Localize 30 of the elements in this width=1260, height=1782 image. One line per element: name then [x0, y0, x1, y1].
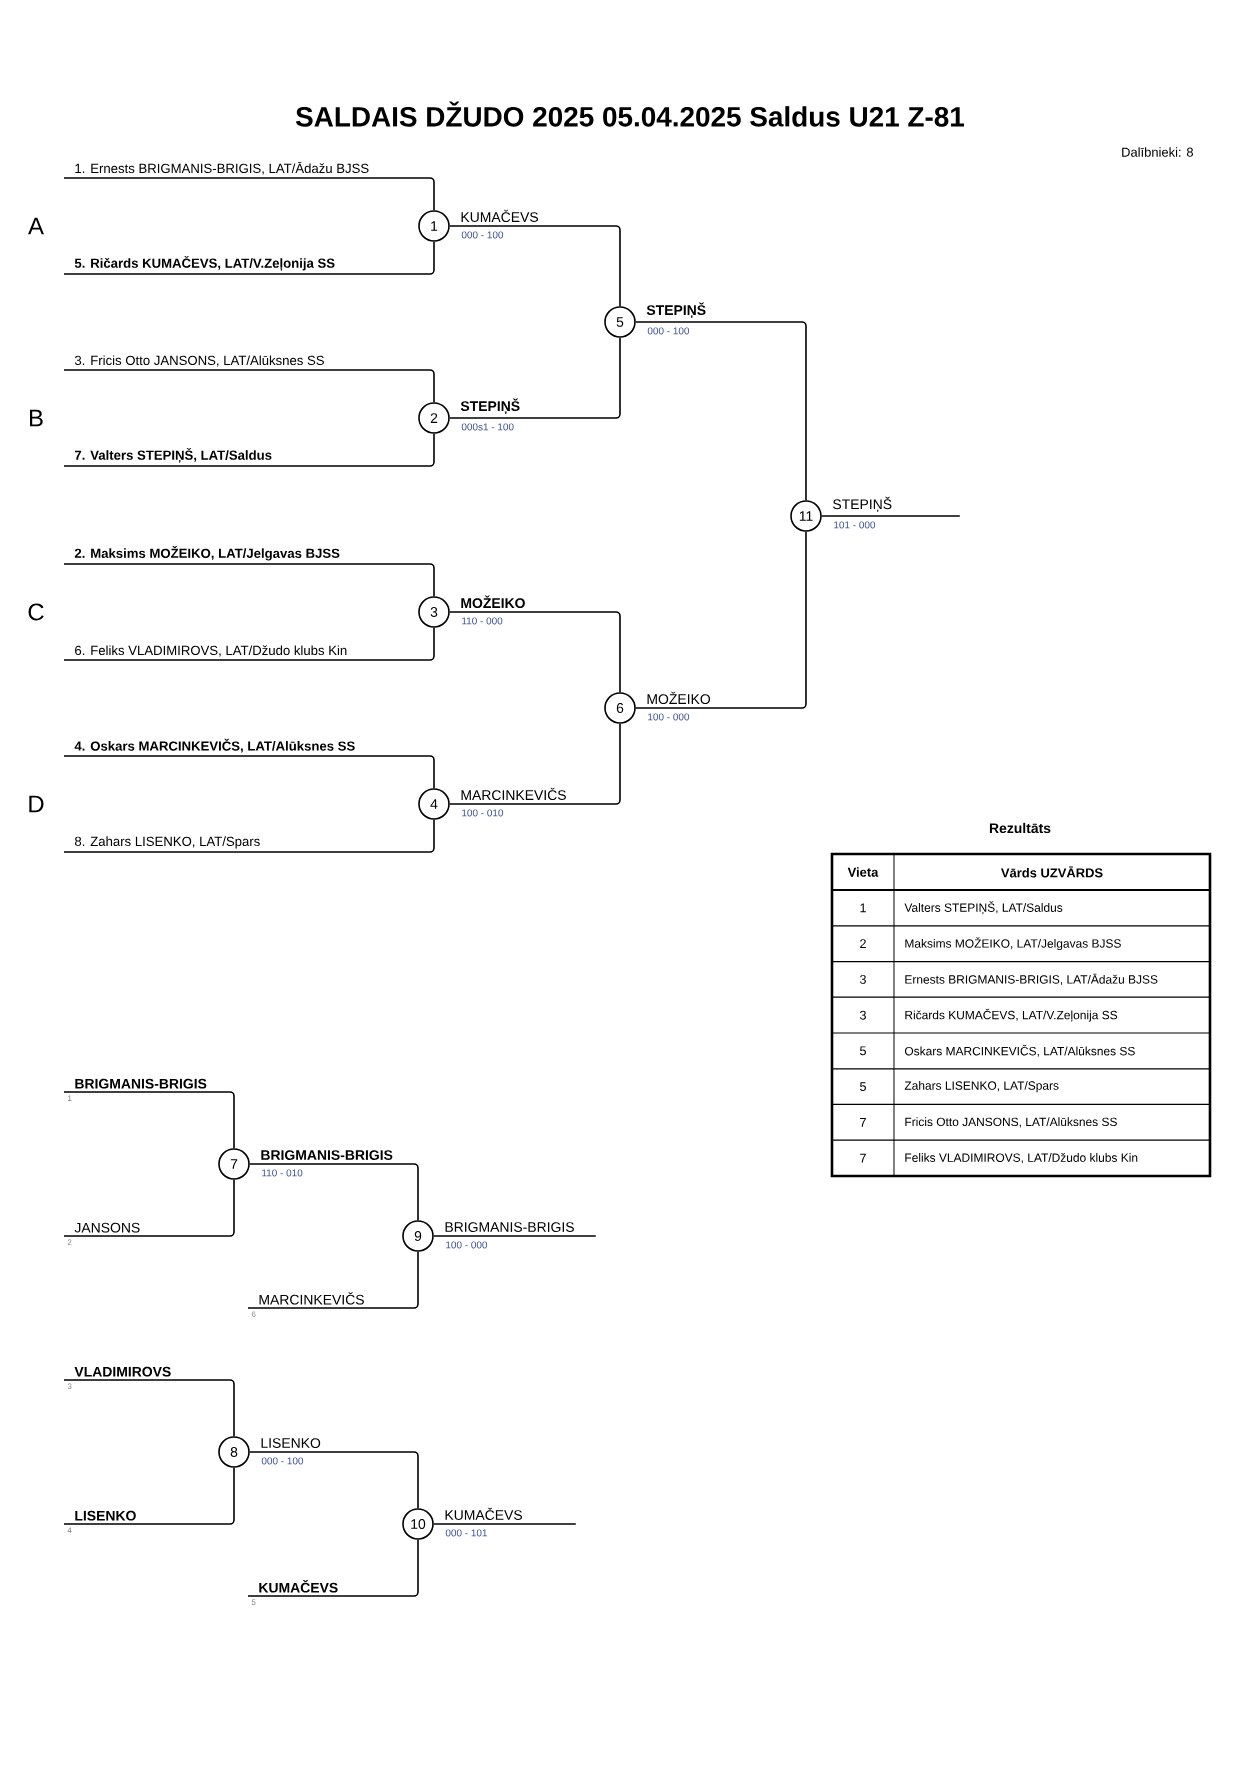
bracket-line — [635, 321, 807, 502]
bracket-line — [63, 563, 435, 597]
bracket-line — [433, 1523, 577, 1525]
bracket-line — [63, 755, 435, 789]
bracket-line — [247, 1539, 419, 1597]
bracket-line — [63, 1379, 235, 1437]
bracket-line — [63, 369, 435, 404]
title: SALDAIS DŽUDO 2025 05.04.2025 Saldus U21 Z-81 — [295, 101, 964, 127]
bracket-line — [449, 611, 621, 693]
bracket-line — [63, 177, 435, 211]
bracket-line — [449, 337, 621, 419]
bracket-line — [63, 819, 435, 853]
bracket-line — [449, 723, 621, 805]
pool-letter: D — [29, 795, 44, 813]
bracket-line — [249, 1163, 419, 1221]
pool-letter: B — [30, 409, 43, 427]
bracket-line — [449, 225, 621, 308]
bracket-line — [63, 433, 435, 467]
bracket-line — [63, 1091, 235, 1149]
pool-letter: A — [28, 217, 44, 235]
bracket-line — [63, 1179, 235, 1237]
bracket-line — [821, 515, 961, 517]
bracket-line — [249, 1451, 419, 1509]
bracket-line — [247, 1251, 419, 1309]
bracket-line — [635, 531, 807, 709]
bracket-line — [63, 241, 435, 275]
bracket-line — [63, 1467, 235, 1525]
bracket-line — [63, 627, 435, 661]
bracket-line — [433, 1235, 597, 1237]
pool-letter: C — [28, 603, 44, 621]
